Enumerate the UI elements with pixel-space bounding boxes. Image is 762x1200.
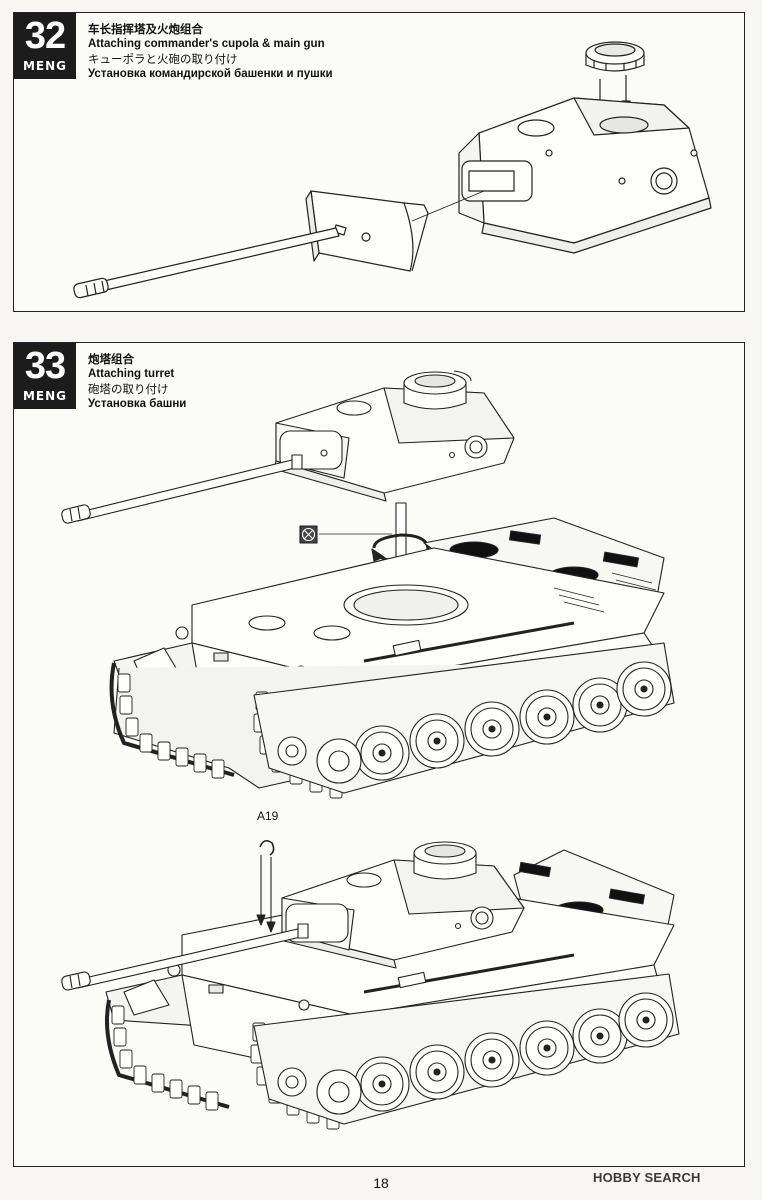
step-33-illustration bbox=[61, 370, 680, 1130]
main-gun bbox=[73, 190, 485, 299]
hobby-search-text: HOBBY SEARCH bbox=[593, 1170, 701, 1185]
running-gear-upper bbox=[109, 642, 675, 799]
title-zh: 炮塔组合 bbox=[88, 352, 134, 366]
step-33-panel: 33 MENG 炮塔组合 Attaching turret 砲塔の取り付け Ус… bbox=[13, 342, 745, 1167]
part-a19-label: A19 bbox=[257, 809, 279, 823]
step-number: 32 bbox=[24, 15, 66, 57]
commanders-cupola bbox=[585, 41, 645, 72]
step-32-badge: 32 MENG bbox=[14, 13, 76, 79]
no-glue-icon bbox=[299, 525, 392, 544]
step-32-titles: 车长指挥塔及火炮组合 Attaching commander's cupola … bbox=[88, 22, 333, 82]
step-33-badge: 33 MENG bbox=[14, 343, 76, 409]
turret-assembly bbox=[61, 370, 515, 524]
hobby-search-watermark: HOBBY SEARCH bbox=[593, 1170, 701, 1185]
title-ja: 砲塔の取り付け bbox=[88, 382, 169, 396]
title-en: Attaching turret bbox=[88, 368, 175, 380]
turret bbox=[458, 97, 712, 254]
brand-logo: MENG bbox=[22, 389, 68, 403]
page-number: 18 bbox=[373, 1175, 389, 1191]
title-en: Attaching commander's cupola & main gun bbox=[88, 38, 325, 50]
step-33-titles: 炮塔组合 Attaching turret 砲塔の取り付け Установка … bbox=[88, 352, 186, 412]
title-ru: Установка командирской башенки и пушки bbox=[88, 68, 333, 80]
title-zh: 车长指挥塔及火炮组合 bbox=[88, 22, 203, 36]
road-wheels bbox=[277, 661, 672, 784]
step-32-illustration bbox=[73, 41, 712, 299]
part-a19-callout bbox=[256, 839, 276, 933]
step-number: 33 bbox=[24, 345, 66, 387]
brand-logo: MENG bbox=[22, 59, 68, 73]
title-ja: キューポラと火砲の取り付け bbox=[88, 52, 238, 66]
tank-complete bbox=[61, 841, 680, 1130]
title-ru: Установка башни bbox=[88, 398, 187, 410]
step-32-panel: 32 MENG 车长指挥塔及火炮组合 Attaching commander's… bbox=[13, 12, 745, 312]
